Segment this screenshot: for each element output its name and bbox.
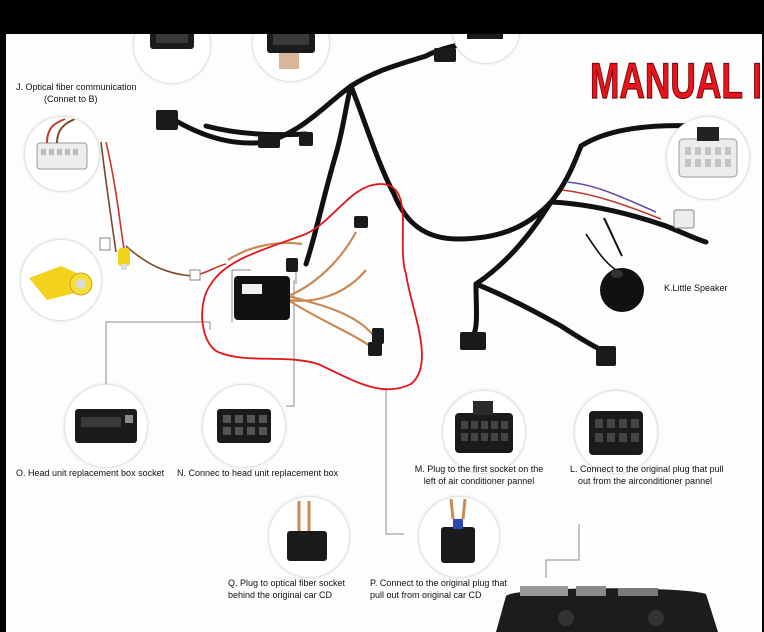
label-p-line2: pull out from original car CD [370,590,482,600]
connector-thumb-n [202,384,286,468]
label-n: N. Connec to head unit replacement box [177,468,339,478]
connector-thumb-top-middle [252,34,330,82]
banner-text: MANUAL I [590,53,762,109]
rca-plug-icon [118,248,130,270]
black-connector-icon [589,411,643,455]
connector-thumb-right [666,116,750,200]
black-connector-icon [217,409,271,443]
black-connector-icon [75,409,137,443]
highlight-circle [201,183,423,391]
white-connector-icon [36,118,88,170]
label-q-line1: Q. Plug to optical fiber socket [228,578,346,588]
label-l-line1: L. Connect to the original plug that pul… [570,464,724,474]
speaker-icon [600,217,644,312]
label-m-line1: M. Plug to the first socket on the [414,464,544,474]
connector-thumb-top-right [452,34,520,64]
black-connector-icon [455,401,513,453]
label-p-line1: P. Connect to the original plug that [370,578,507,588]
black-connector-icon [441,498,475,563]
harness-drawing [99,39,718,632]
connector-thumb-j [24,116,100,192]
label-m-line2: left of air conditioner pannel [423,476,535,486]
inline-connectors [99,48,695,366]
connector-thumb-m [442,390,526,474]
fiber-box-icon [234,276,290,320]
rca-plug-icon [29,266,93,300]
connector-thumb-l [574,390,658,474]
climate-panel-image [496,586,718,632]
black-connector-icon [287,501,327,561]
label-o: O. Head unit replacement box socket [16,468,165,478]
label-j-line1: J. Optical fiber communication [16,82,137,92]
connector-thumb-p [418,496,500,578]
label-j-line2: (Connet to B) [44,94,98,104]
connector-thumb-q [268,496,350,578]
label-k: K.Little Speaker [664,283,728,293]
connector-thumb-o [64,384,148,468]
manual-banner: MANUAL I [589,52,762,109]
wiring-diagram: J. Optical fiber communication (Connet t… [6,34,762,632]
connector-thumb-top-left [133,34,211,84]
rca-thumb [20,239,102,321]
signal-wires [100,141,662,277]
label-q-line2: behind the original car CD [228,590,333,600]
callout-lines [105,269,580,578]
label-l-line2: out from the airconditioner pannel [578,476,713,486]
white-connector-icon [678,127,738,178]
